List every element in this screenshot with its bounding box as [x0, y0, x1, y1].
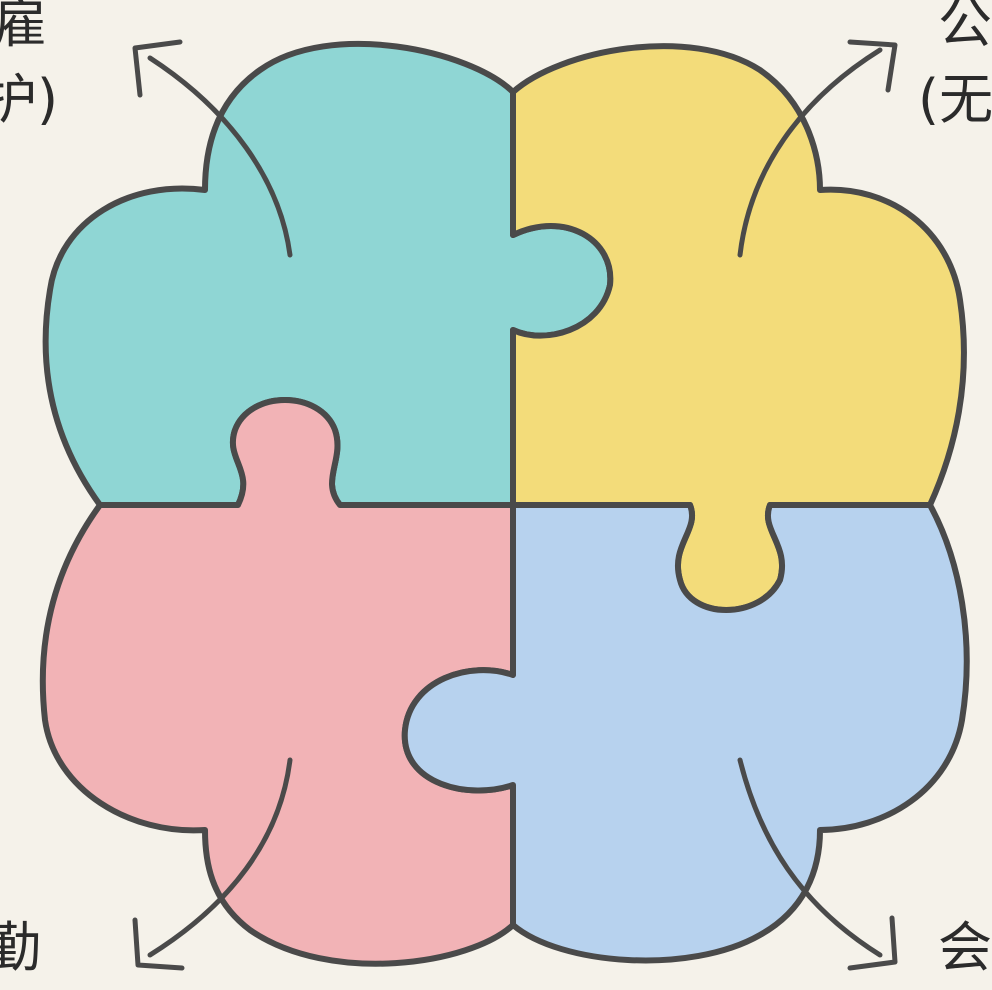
label-bottom-left: ˇ勤 — [0, 916, 41, 979]
arrow-down-left-icon — [132, 757, 293, 971]
label-top-right-line2: (无 — [918, 68, 992, 131]
label-top-left-line1: ˇ雇 — [0, 0, 47, 55]
label-bottom-right: 会 — [938, 916, 992, 979]
arrow-up-right-icon — [737, 39, 898, 258]
arrow-down-right-icon — [737, 757, 898, 971]
label-top-right-line1: 公 — [938, 0, 992, 55]
arrow-up-left-icon — [132, 39, 293, 258]
label-top-left-line2: ˇ护) — [0, 68, 59, 131]
puzzle-piece-bottom-right — [401, 502, 970, 964]
